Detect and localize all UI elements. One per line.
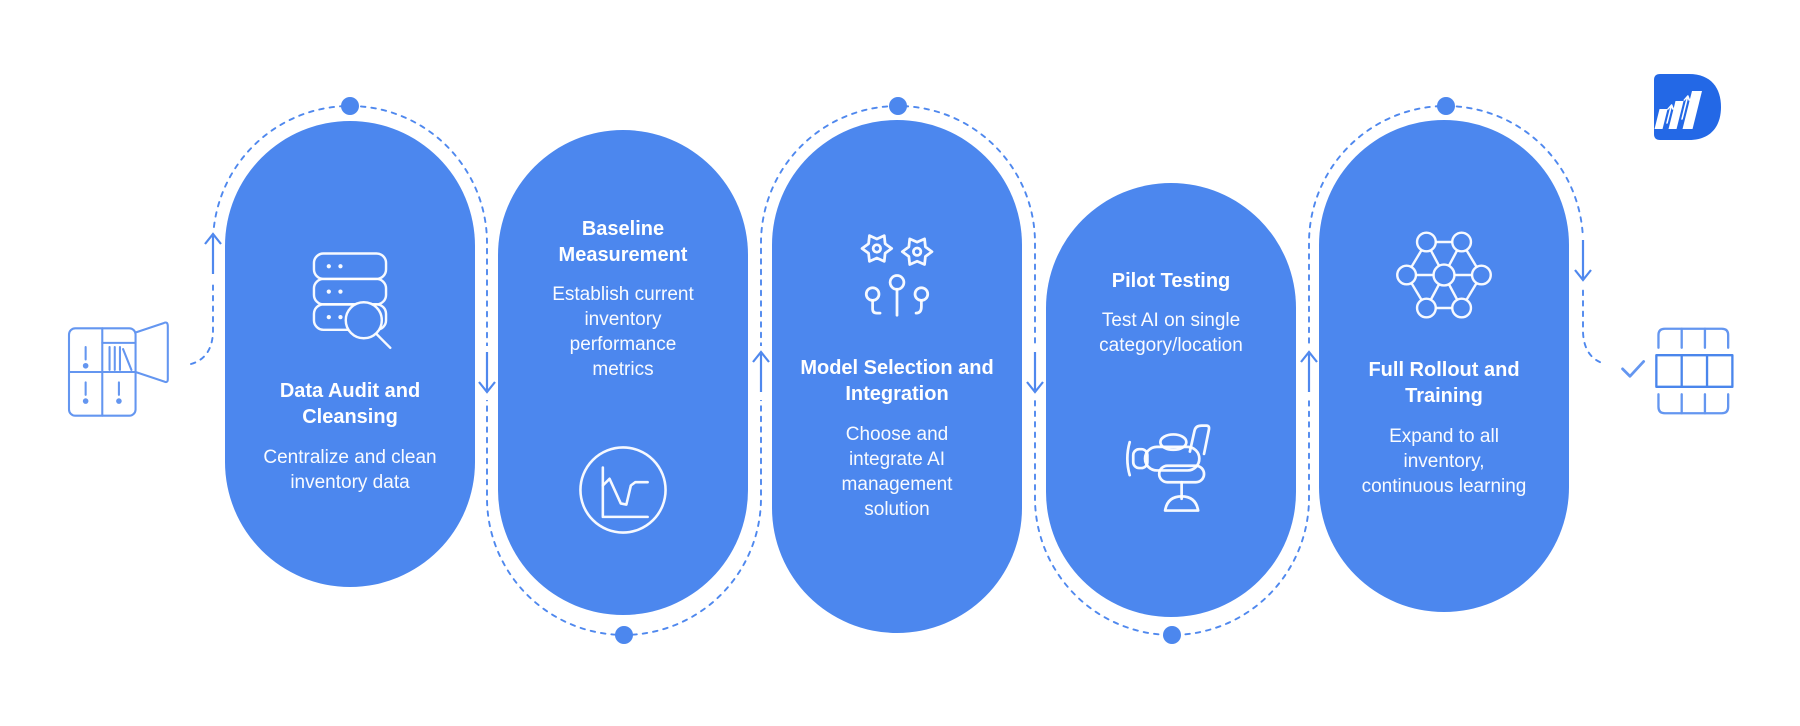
step-description: Expand to all inventory, continuous lear…	[1361, 426, 1527, 497]
down-arrow-icon	[1574, 234, 1592, 288]
step-description: Establish current inventory performance …	[552, 284, 694, 380]
up-arrow-icon	[752, 346, 770, 400]
line-chart-circle-icon	[579, 446, 667, 534]
flow-dot	[889, 97, 907, 115]
gears-growth-icon	[860, 234, 934, 317]
table-check-icon	[1621, 327, 1734, 415]
down-arrow-icon	[1026, 346, 1044, 400]
network-nodes-icon	[1396, 231, 1492, 319]
cabinet-books-icon	[67, 321, 169, 417]
check-icon	[1621, 360, 1646, 378]
step-description: Choose and integrate AI management solut…	[841, 424, 953, 520]
step-card-2: Baseline Measurement Establish current i…	[498, 130, 748, 615]
flow-dot	[341, 97, 359, 115]
database-search-icon	[312, 252, 392, 350]
step-card-3: Model Selection and Integration Choose a…	[772, 120, 1022, 633]
step-description: Centralize and clean inventory data	[263, 447, 437, 493]
step-card-4: Pilot Testing Test AI on single category…	[1046, 183, 1296, 617]
up-arrow-icon	[1300, 346, 1318, 400]
step-card-1: Data Audit and Cleansing Centralize and …	[225, 121, 475, 587]
down-arrow-icon	[478, 346, 496, 400]
flow-dot	[1163, 626, 1181, 644]
growth-bars-logo-icon	[1654, 74, 1721, 140]
step-card-5: Full Rollout and Training Expand to all …	[1319, 120, 1569, 612]
step-title: Model Selection and Integration	[800, 357, 994, 405]
step-title: Data Audit and Cleansing	[279, 380, 421, 428]
step-title: Baseline Measurement	[558, 218, 688, 266]
step-title: Full Rollout and Training	[1368, 359, 1520, 407]
step-description: Test AI on single category/location	[1099, 310, 1243, 356]
flow-dot	[615, 626, 633, 644]
up-arrow-icon	[204, 228, 222, 282]
step-title: Pilot Testing	[1111, 270, 1231, 292]
flow-dot	[1437, 97, 1455, 115]
toy-plane-icon	[1125, 424, 1211, 512]
